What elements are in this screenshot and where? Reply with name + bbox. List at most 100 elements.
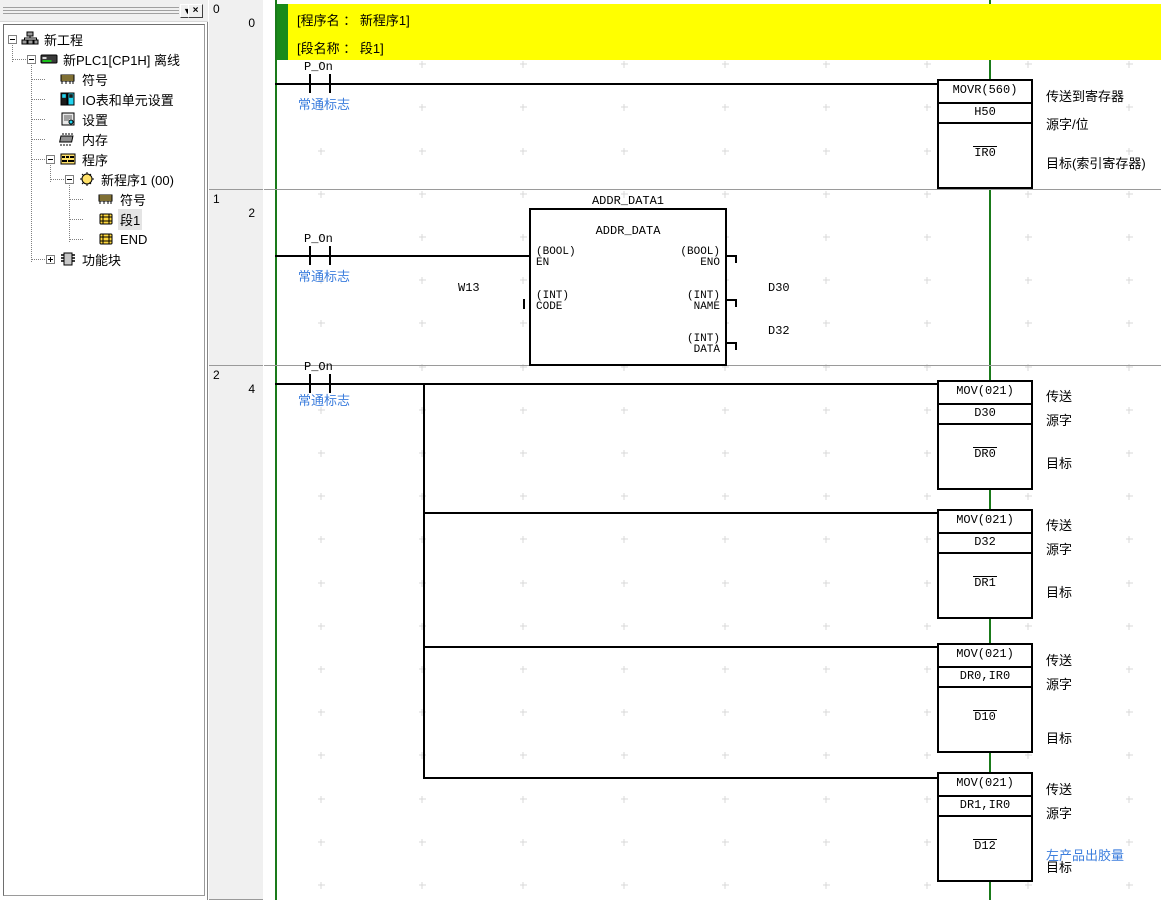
instruction-destination-comment: 左产品出胶量 xyxy=(1046,848,1125,863)
tree-item-label: 符号 xyxy=(120,192,147,208)
tree-item-2[interactable]: 符号 xyxy=(46,69,110,89)
instruction-annotation-destination: 目标 xyxy=(1046,456,1073,471)
instruction-annotation-title: 传送 xyxy=(1046,518,1073,533)
symbol-table-icon xyxy=(97,191,115,207)
instruction-annotation-destination: 目标 xyxy=(1046,860,1073,875)
tree-guide-line xyxy=(13,59,26,60)
tree-guide-line xyxy=(51,179,64,180)
collapse-icon[interactable] xyxy=(46,154,55,164)
tree-guide-line xyxy=(32,99,45,100)
instruction-mnemonic: MOV(021) xyxy=(956,647,1014,661)
rung-index-label: 2 xyxy=(213,368,220,382)
contact-p-on[interactable] xyxy=(309,74,331,93)
instruction-block-mov[interactable]: MOV(021) D30 DR0 xyxy=(937,380,1033,490)
instruction-operand-destination: D10 xyxy=(973,710,997,724)
function-block-addr-data[interactable]: ADDR_DATA (BOOL) EN (INT) CODE (BOOL) EN… xyxy=(529,208,727,366)
instruction-operand-source: H50 xyxy=(974,105,996,119)
instruction-block-movr[interactable]: MOVR(560) H50 IR0 xyxy=(937,79,1033,189)
instruction-annotation-source: 源字 xyxy=(1046,677,1073,692)
contact-address-label: P_On xyxy=(304,232,333,246)
plc-icon xyxy=(40,51,58,67)
function-block-pin-stub xyxy=(727,255,737,257)
io-table-icon xyxy=(59,91,77,107)
tree-item-6[interactable]: 程序 xyxy=(46,149,110,169)
panel-gripper[interactable] xyxy=(3,7,179,16)
instruction-operand-destination: D12 xyxy=(973,839,997,853)
branch-wire xyxy=(423,777,939,779)
tree-item-label: END xyxy=(120,231,148,247)
tree-item-10[interactable]: END xyxy=(84,229,149,249)
tree-item-9[interactable]: 段1 xyxy=(84,208,143,230)
tree-guide-line xyxy=(69,183,70,243)
contact-comment-label: 常通标志 xyxy=(298,393,351,408)
tree-guide-line xyxy=(70,199,83,200)
collapse-icon[interactable] xyxy=(65,174,74,184)
function-block-output-param-name: D30 xyxy=(768,281,790,295)
tree-item-label: 段1 xyxy=(118,208,143,230)
instruction-annotation-title: 传送 xyxy=(1046,653,1073,668)
tree-item-label: 符号 xyxy=(82,72,109,88)
rung-wire xyxy=(331,83,939,85)
rung-step-label: 0 xyxy=(248,16,255,30)
function-block-pin-stub xyxy=(523,299,525,309)
rung-header-band xyxy=(288,4,1161,60)
contact-p-on[interactable] xyxy=(309,246,331,265)
tree-item-1[interactable]: 新PLC1[CP1H] 离线 xyxy=(27,49,182,69)
instruction-mnemonic: MOV(021) xyxy=(956,776,1014,790)
tree-guide-line xyxy=(32,79,45,80)
instruction-block-mov[interactable]: MOV(021) DR0,IR0 D10 xyxy=(937,643,1033,753)
tree-item-3[interactable]: IO表和单元设置 xyxy=(46,89,176,109)
function-block-pin-code: (INT) CODE xyxy=(536,290,570,313)
tree-guide-line xyxy=(70,219,83,220)
function-block-pin-stub xyxy=(727,299,737,301)
rung-wire xyxy=(275,383,337,385)
instruction-block-mov[interactable]: MOV(021) DR1,IR0 D12 xyxy=(937,772,1033,882)
expand-icon[interactable] xyxy=(46,254,55,264)
contact-p-on[interactable] xyxy=(309,374,331,393)
close-icon[interactable]: × xyxy=(188,4,203,18)
function-block-type-name: ADDR_DATA xyxy=(595,224,661,238)
rung-index-label: 0 xyxy=(213,2,220,16)
instruction-operand-source: DR0,IR0 xyxy=(959,669,1011,683)
collapse-icon[interactable] xyxy=(8,34,17,44)
ladder-canvas[interactable]: [程序名 ： 新程序1] [段名称 ： 段1] P_On 常通标志 MOVR(5… xyxy=(264,0,1161,900)
tree-item-5[interactable]: 内存 xyxy=(46,129,110,149)
function-block-pin-eno: (BOOL) ENO xyxy=(680,246,720,269)
memory-icon xyxy=(59,131,77,147)
section-name-label: [段名称 ： 段1] xyxy=(297,41,384,56)
instruction-annotation-title: 传送到寄存器 xyxy=(1046,89,1125,104)
tree-item-8[interactable]: 符号 xyxy=(84,189,148,209)
tree-item-4[interactable]: 设置 xyxy=(46,109,110,129)
symbol-table-icon xyxy=(59,71,77,87)
instruction-annotation-destination: 目标 xyxy=(1046,731,1073,746)
instruction-mnemonic: MOV(021) xyxy=(956,384,1014,398)
function-block-pin-stub xyxy=(735,255,737,263)
rung-header-marker xyxy=(277,4,288,60)
section-icon xyxy=(97,211,115,227)
settings-icon xyxy=(59,111,77,127)
instruction-operand-source: DR1,IR0 xyxy=(959,798,1011,812)
contact-comment-label: 常通标志 xyxy=(298,269,351,284)
instruction-block-mov[interactable]: MOV(021) D32 DR1 xyxy=(937,509,1033,619)
collapse-icon[interactable] xyxy=(27,54,36,64)
contact-address-label: P_On xyxy=(304,360,333,374)
instruction-mnemonic: MOVR(560) xyxy=(952,83,1018,97)
tree-item-11[interactable]: 功能块 xyxy=(46,249,123,269)
function-block-pin-name: (INT) NAME xyxy=(686,290,720,313)
instruction-mnemonic: MOV(021) xyxy=(956,513,1014,527)
tree-guide-line xyxy=(32,159,45,160)
instruction-operand-source: D32 xyxy=(974,535,996,549)
instruction-operand-destination: DR1 xyxy=(973,576,997,590)
branch-bus xyxy=(423,383,425,779)
tree-item-label: 程序 xyxy=(82,152,109,168)
instruction-annotation-source: 源字 xyxy=(1046,542,1073,557)
tree-item-0[interactable]: 新工程 xyxy=(8,29,85,49)
tree-item-7[interactable]: 新程序1 (00) xyxy=(65,169,176,189)
instruction-annotation-source: 源字/位 xyxy=(1046,117,1089,132)
